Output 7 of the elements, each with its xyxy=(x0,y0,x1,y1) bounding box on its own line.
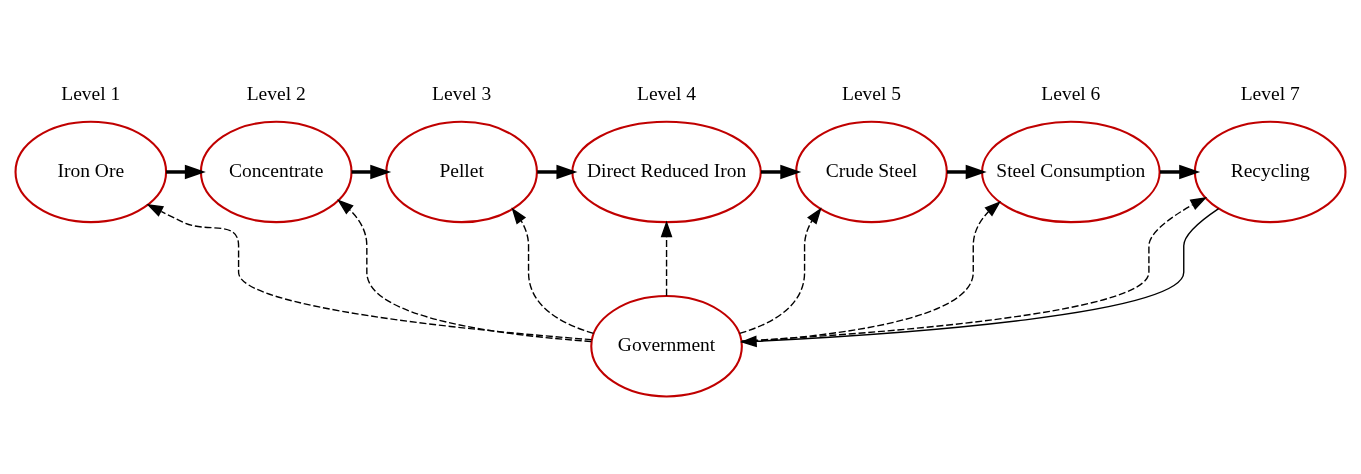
node-label: Level 3 xyxy=(432,82,492,104)
node-label: Level 6 xyxy=(1041,82,1101,104)
node-label: Level 2 xyxy=(246,82,306,104)
node-label: Level 7 xyxy=(1240,82,1300,104)
node-label: Level 4 xyxy=(637,82,697,104)
node-label: Level 1 xyxy=(61,82,121,104)
node-label: Level 5 xyxy=(841,82,901,104)
